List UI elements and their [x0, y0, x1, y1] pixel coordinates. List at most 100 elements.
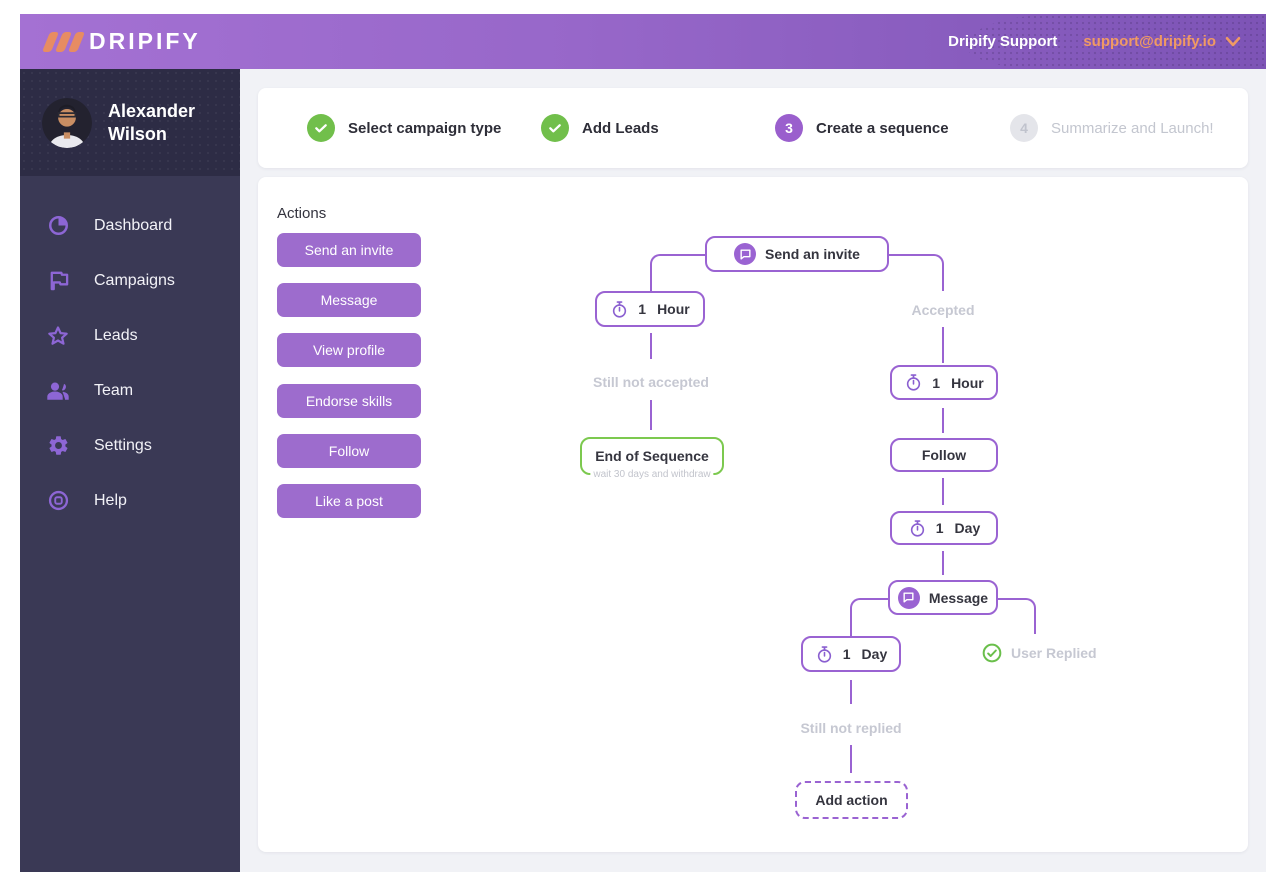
logo-text: DRIPIFY — [89, 28, 201, 55]
connector-line — [942, 478, 944, 505]
action-follow-button[interactable]: Follow — [277, 434, 421, 468]
sequence-builder-card: Actions Send an invite Message View prof… — [258, 177, 1248, 852]
sidebar-item-leads[interactable]: Leads — [20, 308, 240, 363]
team-icon — [46, 379, 70, 403]
flow-node-follow[interactable]: Follow — [890, 438, 998, 472]
lifebuoy-icon — [46, 489, 70, 513]
chat-bubble-icon — [734, 243, 756, 265]
connector-line — [942, 327, 944, 363]
connector-elbow — [889, 254, 944, 291]
end-of-sequence-note: wait 30 days and withdraw — [590, 469, 713, 480]
flow-node-label: Message — [929, 590, 988, 606]
delay-value: 1 — [932, 375, 940, 391]
connector-line — [942, 551, 944, 575]
action-endorse-skills-button[interactable]: Endorse skills — [277, 384, 421, 418]
step-label: Select campaign type — [348, 120, 501, 137]
delay-value: 1 — [936, 520, 944, 536]
step-label: Summarize and Launch! — [1051, 120, 1214, 137]
action-message-button[interactable]: Message — [277, 283, 421, 317]
actions-panel-title: Actions — [277, 205, 326, 222]
account-email: support@dripify.io — [1083, 33, 1216, 50]
delay-unit: Day — [955, 520, 981, 536]
connector-elbow — [998, 598, 1036, 634]
connector-line — [850, 745, 852, 773]
check-circle-icon — [541, 114, 569, 142]
main-area: Select campaign type Add Leads 3 Create … — [240, 69, 1266, 872]
delay-value: 1 — [843, 646, 851, 662]
check-circle-icon — [307, 114, 335, 142]
stopwatch-icon — [815, 645, 834, 664]
pie-chart-icon — [46, 214, 70, 238]
connector-elbow — [650, 254, 705, 291]
flow-node-label: Send an invite — [765, 246, 860, 262]
step-number-badge: 4 — [1010, 114, 1038, 142]
condition-label-still-not-accepted: Still not accepted — [551, 374, 751, 390]
sidebar-item-campaigns[interactable]: Campaigns — [20, 253, 240, 308]
check-circle-outline-icon — [982, 643, 1002, 663]
sidebar-item-label: Settings — [94, 437, 152, 455]
sidebar-item-label: Dashboard — [94, 217, 172, 235]
sidebar-item-dashboard[interactable]: Dashboard — [20, 198, 240, 253]
sidebar-item-label: Campaigns — [94, 272, 175, 290]
stopwatch-icon — [908, 519, 927, 538]
action-send-invite-button[interactable]: Send an invite — [277, 233, 421, 267]
connector-line — [650, 333, 652, 359]
flow-node-delay-1-day[interactable]: 1 Day — [801, 636, 901, 672]
condition-label-user-replied: User Replied — [1011, 645, 1097, 661]
sidebar-item-team[interactable]: Team — [20, 363, 240, 418]
flow-node-delay-1-hour[interactable]: 1 Hour — [890, 365, 998, 400]
support-label: Dripify Support — [948, 33, 1057, 50]
flag-icon — [46, 269, 70, 293]
flow-node-send-invite[interactable]: Send an invite — [705, 236, 889, 272]
delay-unit: Hour — [657, 301, 690, 317]
account-menu[interactable]: support@dripify.io — [1083, 33, 1242, 50]
logo-slashes-icon — [46, 32, 81, 52]
flow-node-label: Add action — [815, 792, 887, 808]
connector-line — [650, 400, 652, 430]
connector-line — [850, 680, 852, 704]
user-profile[interactable]: Alexander Wilson — [20, 69, 240, 176]
condition-label-accepted: Accepted — [843, 302, 1043, 318]
dripify-logo[interactable]: DRIPIFY — [46, 28, 201, 55]
sidebar-item-help[interactable]: Help — [20, 473, 240, 528]
user-name: Alexander Wilson — [108, 100, 218, 145]
flow-node-delay-1-hour[interactable]: 1 Hour — [595, 291, 705, 327]
condition-user-replied: User Replied — [982, 643, 1097, 663]
step-label: Create a sequence — [816, 120, 949, 137]
delay-unit: Hour — [951, 375, 984, 391]
delay-unit: Day — [862, 646, 888, 662]
sidebar: Alexander Wilson Dashboard Campaigns Lea… — [20, 69, 240, 872]
sidebar-nav: Dashboard Campaigns Leads Team — [20, 176, 240, 528]
step-select-campaign-type[interactable]: Select campaign type — [307, 88, 501, 168]
top-header: DRIPIFY Dripify Support support@dripify.… — [20, 14, 1266, 69]
connector-line — [942, 408, 944, 433]
flow-node-message[interactable]: Message — [888, 580, 998, 615]
delay-value: 1 — [638, 301, 646, 317]
gear-icon — [46, 434, 70, 458]
step-summarize-launch[interactable]: 4 Summarize and Launch! — [1010, 88, 1214, 168]
sidebar-item-label: Help — [94, 492, 127, 510]
action-view-profile-button[interactable]: View profile — [277, 333, 421, 367]
step-number-badge: 3 — [775, 114, 803, 142]
flow-node-end-of-sequence[interactable]: End of Sequence wait 30 days and withdra… — [580, 437, 724, 475]
step-label: Add Leads — [582, 120, 659, 137]
star-icon — [46, 324, 70, 348]
stopwatch-icon — [904, 373, 923, 392]
flow-node-label: End of Sequence — [595, 448, 709, 464]
avatar — [42, 98, 92, 148]
add-action-button[interactable]: Add action — [795, 781, 908, 819]
sidebar-item-settings[interactable]: Settings — [20, 418, 240, 473]
chevron-down-icon — [1224, 35, 1242, 49]
chat-bubble-icon — [898, 587, 920, 609]
sidebar-item-label: Leads — [94, 327, 138, 345]
flow-node-label: Follow — [922, 447, 966, 463]
stepper-card: Select campaign type Add Leads 3 Create … — [258, 88, 1248, 168]
action-like-a-post-button[interactable]: Like a post — [277, 484, 421, 518]
step-create-sequence[interactable]: 3 Create a sequence — [775, 88, 949, 168]
stopwatch-icon — [610, 300, 629, 319]
flow-node-delay-1-day[interactable]: 1 Day — [890, 511, 998, 545]
sidebar-item-label: Team — [94, 382, 133, 400]
step-add-leads[interactable]: Add Leads — [541, 88, 659, 168]
connector-elbow — [850, 598, 888, 636]
